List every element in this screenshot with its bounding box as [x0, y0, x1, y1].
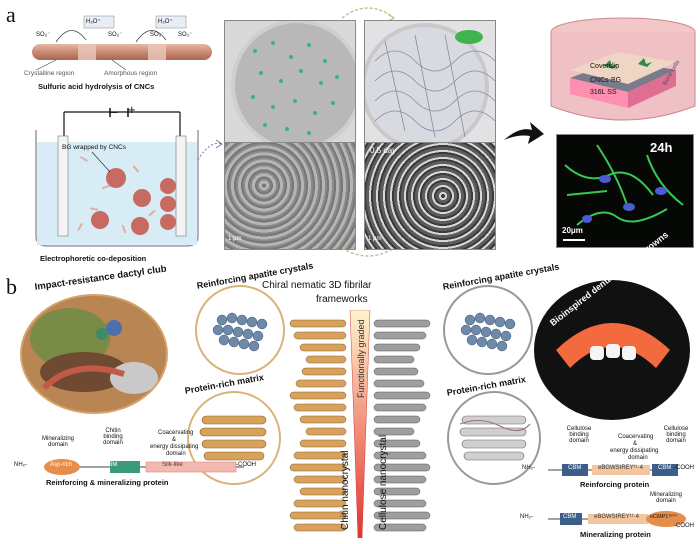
mineral-domain-label: Mineralizing domain	[41, 436, 74, 448]
protein-matrix-left	[180, 380, 286, 490]
energy-dissipating-label: energy dissipating	[150, 444, 199, 450]
r-cooh-label: -COOH	[674, 465, 694, 471]
crystalline-region-label: Crystalline region	[24, 70, 75, 77]
sem-image-left	[224, 142, 356, 250]
coacervating-label: Coacervating	[158, 430, 194, 436]
dashed-arrow-icon	[196, 136, 224, 166]
plus-sign: +	[128, 102, 136, 117]
scale-bar-fluor: 20μm	[562, 226, 583, 235]
r-mineral-domain-label: Mineralizing domain	[649, 492, 682, 504]
dental-implant-photo	[530, 276, 694, 422]
sbf-label: SBF	[462, 11, 475, 18]
reinforcing-protein-bar	[532, 462, 684, 478]
r-coacervating-label: Coacervating	[618, 434, 654, 440]
panel-a-letter: a	[6, 2, 16, 27]
cellulose-label: Cellulose nanocrystal	[378, 434, 389, 530]
hydrolysis-title: Sulfuric acid hydrolysis of CNCs	[38, 82, 155, 91]
graded-label: Functionally graded	[356, 319, 366, 398]
sem-image-right	[364, 142, 496, 250]
curved-arrow-icon	[338, 246, 398, 262]
amorphous-region-label: Amorphous region	[104, 70, 158, 77]
r-coacervating-amp: &	[633, 441, 638, 447]
minus-sign: −	[110, 104, 119, 120]
coacervating-amp: &	[172, 437, 177, 443]
ion-label: SO₃⁻	[36, 32, 51, 38]
epd-title: Electrophoretic co-deposition	[40, 254, 147, 263]
cncs-bg-label: CNCs-BG	[590, 77, 622, 84]
m-nh2-label: NH₂-	[520, 514, 533, 520]
r-energy-label: energy dissipating	[610, 448, 659, 454]
domain-label: domain	[166, 451, 186, 457]
panel-b-letter: b	[6, 274, 17, 299]
scale-bar-left: 1 μm	[228, 236, 242, 242]
r-nh2-label: NH₂-	[522, 465, 535, 471]
curved-arrow-icon	[338, 2, 398, 22]
r-ebg-label: eBGWSIREY¹¹·4	[598, 465, 644, 471]
electrophoretic-cell-diagram	[30, 108, 204, 250]
petri-dish-diagram	[548, 12, 698, 128]
cbm-label: CBM	[104, 462, 118, 468]
silk-label: Silk-like	[162, 462, 183, 468]
cooh-label: -COOH	[236, 462, 256, 468]
coverslip-label: Coverslip	[590, 63, 620, 70]
ion-label: H₃O⁺	[158, 19, 173, 25]
cellulose-binding-left: Cellulose binding domain	[566, 426, 592, 444]
bg-wrapped-label: BG wrapped by CNCs	[62, 144, 126, 151]
ion-label: SO₃⁻	[108, 32, 123, 38]
mineralizing-protein-caption: Mineralizing protein	[580, 530, 651, 539]
ion-label: H₃O⁺	[86, 19, 101, 25]
r-domain-label: domain	[628, 455, 648, 461]
m-cooh-label: -COOH	[674, 523, 694, 529]
m-ecmp-label: eCMP1¹⁵⁰⁺	[650, 514, 678, 520]
apatite-crystals-right	[434, 280, 540, 376]
m-cbm-label: CBM	[563, 514, 577, 520]
day-label: 0.5 day	[370, 146, 397, 155]
fluorescence-image	[556, 134, 694, 248]
cnc-coating-rendering	[224, 20, 356, 144]
sbf-apatite-rendering	[364, 20, 496, 144]
ion-label: SO₃⁻	[178, 32, 193, 38]
left-protein-caption: Reinforcing & mineralizing protein	[46, 478, 169, 487]
scale-bar-mid: 1 μm	[368, 236, 382, 242]
chitin-binding-label: Chitin binding domain	[103, 428, 123, 446]
protein-matrix-right	[440, 380, 546, 490]
arrow-right-icon	[502, 118, 546, 148]
mineralizing-protein-bar	[532, 510, 692, 528]
cnc-hydrolysis-diagram	[26, 14, 222, 94]
time-label: 24h	[650, 140, 673, 155]
chitin-label: Chitin nanocrystal	[340, 450, 351, 530]
asp-rich-label: Asp-rich	[50, 462, 73, 468]
dactyl-club-photo	[14, 278, 184, 414]
ss-label: 316L SS	[590, 89, 617, 96]
m-ebg-label: eBGWSIREY¹¹·4	[594, 514, 640, 520]
apatite-crystals-left	[186, 280, 292, 376]
r-cbm-label: CBM	[568, 465, 582, 471]
left-protein-bar	[14, 458, 254, 476]
chiral-helix-diagram	[280, 309, 440, 539]
reinforcing-protein-caption: Reinforcing protein	[580, 480, 650, 489]
center-title-1: Chiral nematic 3D fibrilar	[262, 280, 372, 291]
r-cbm2-label: CBM	[658, 465, 672, 471]
cellulose-binding-right: Cellulose binding domain	[663, 426, 689, 444]
ion-label: SO₃⁻	[150, 32, 165, 38]
center-title-2: frameworks	[316, 294, 368, 305]
nh2-label: NH₂-	[14, 462, 27, 468]
